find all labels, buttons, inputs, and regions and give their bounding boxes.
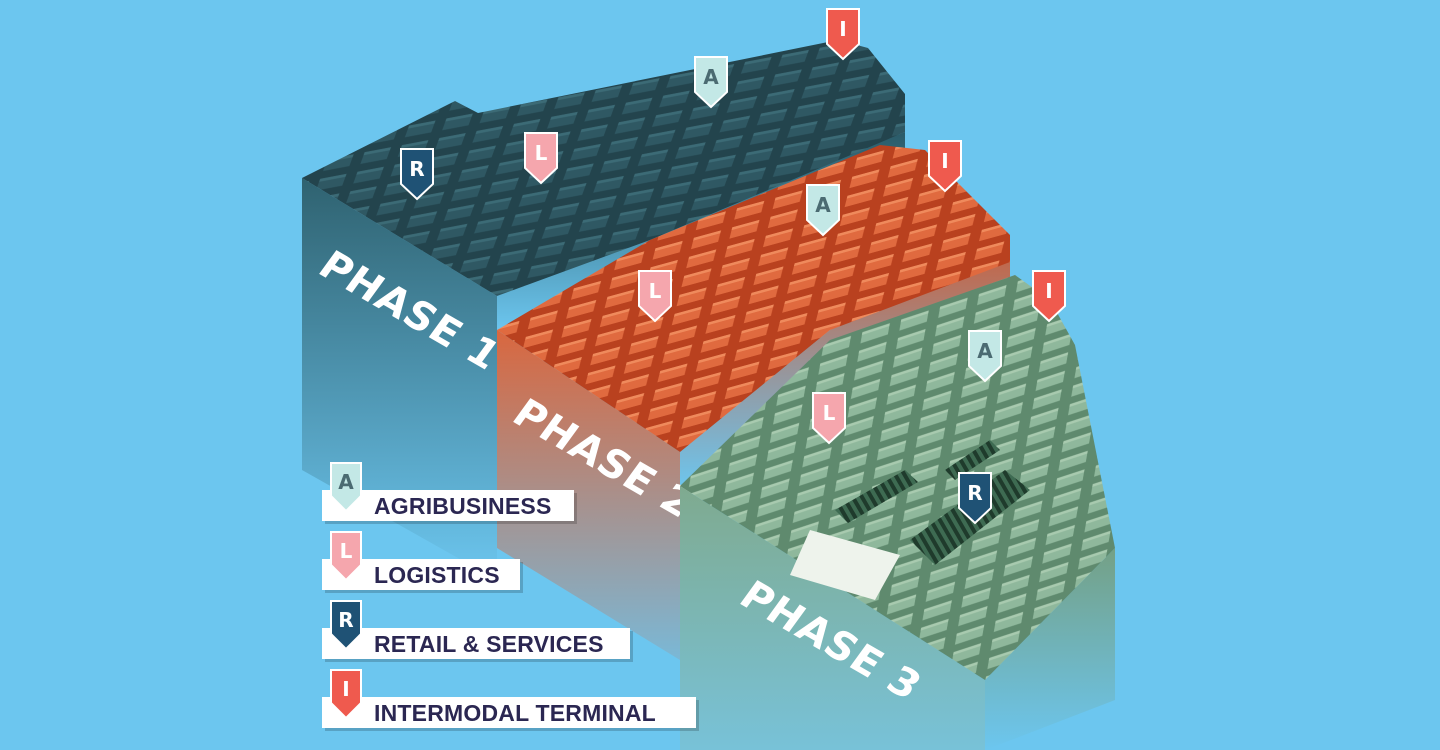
- retail-pin-icon: [400, 148, 434, 201]
- legend-item-agribusiness: A AGRIBUSINESS: [322, 462, 702, 531]
- intermodal-pin-icon: [826, 8, 860, 61]
- logistics-map-marker-phase-2: L: [638, 270, 672, 323]
- logistics-map-marker-phase-1: L: [524, 132, 558, 185]
- phase-3-block: PHASE 3: [680, 275, 1115, 750]
- intermodal-pin-icon: [1032, 270, 1066, 323]
- agribusiness-pin-letter: A: [703, 65, 719, 89]
- legend-label-logistics: LOGISTICS: [374, 562, 500, 588]
- logistics-pin-letter: L: [535, 141, 548, 165]
- retail-pin-icon: [958, 472, 992, 525]
- logistics-map-marker-phase-3: L: [812, 392, 846, 445]
- svg-text:A: A: [338, 470, 354, 494]
- phase-1-top: [302, 40, 905, 296]
- phase-2-top: [497, 145, 1010, 452]
- intermodal-pin-letter: I: [839, 17, 846, 41]
- agribusiness-pin-icon: A: [330, 462, 362, 512]
- svg-text:I: I: [342, 677, 349, 701]
- agribusiness-pin-letter: A: [977, 339, 993, 363]
- retail-pin-icon: R: [330, 600, 362, 650]
- legend-label-agribusiness: AGRIBUSINESS: [374, 493, 552, 519]
- legend-item-logistics: L LOGISTICS: [322, 531, 702, 600]
- agribusiness-map-marker-phase-2: A: [806, 184, 840, 237]
- intermodal-map-marker-phase-2: I: [928, 140, 962, 193]
- legend-label-intermodal: INTERMODAL TERMINAL: [374, 700, 656, 726]
- logistics-pin-icon: [812, 392, 846, 445]
- agribusiness-pin-icon: [806, 184, 840, 237]
- svg-text:R: R: [338, 608, 353, 632]
- legend-item-intermodal: I INTERMODAL TERMINAL: [322, 669, 702, 738]
- logistics-pin-icon: [524, 132, 558, 185]
- open-lot: [790, 530, 900, 600]
- intermodal-map-marker-phase-3: I: [1032, 270, 1066, 323]
- agribusiness-pin-letter: A: [815, 193, 831, 217]
- retail-pin-letter: R: [409, 157, 424, 181]
- retail-map-marker-phase-1: R: [400, 148, 434, 201]
- agribusiness-map-marker-phase-3: A: [968, 330, 1002, 383]
- retail-pin-letter: R: [967, 481, 982, 505]
- legend-item-retail: R RETAIL & SERVICES: [322, 600, 702, 669]
- agribusiness-pin-icon: [968, 330, 1002, 383]
- intermodal-pin-icon: I: [330, 669, 362, 719]
- legend-label-retail: RETAIL & SERVICES: [374, 631, 604, 657]
- retail-map-marker-phase-3: R: [958, 472, 992, 525]
- agribusiness-pin-icon: [694, 56, 728, 109]
- intermodal-map-marker-phase-1: I: [826, 8, 860, 61]
- intermodal-pin-letter: I: [941, 149, 948, 173]
- logistics-pin-letter: L: [649, 279, 662, 303]
- agribusiness-map-marker-phase-1: A: [694, 56, 728, 109]
- legend: A AGRIBUSINESS L LOGISTICS R RETAIL & SE…: [322, 462, 702, 738]
- logistics-pin-letter: L: [823, 401, 836, 425]
- intermodal-pin-letter: I: [1045, 279, 1052, 303]
- logistics-pin-icon: L: [330, 531, 362, 581]
- map-markers: R L A I I A L I A L R: [400, 8, 1066, 525]
- intermodal-pin-icon: [928, 140, 962, 193]
- svg-text:L: L: [340, 539, 353, 563]
- logistics-pin-icon: [638, 270, 672, 323]
